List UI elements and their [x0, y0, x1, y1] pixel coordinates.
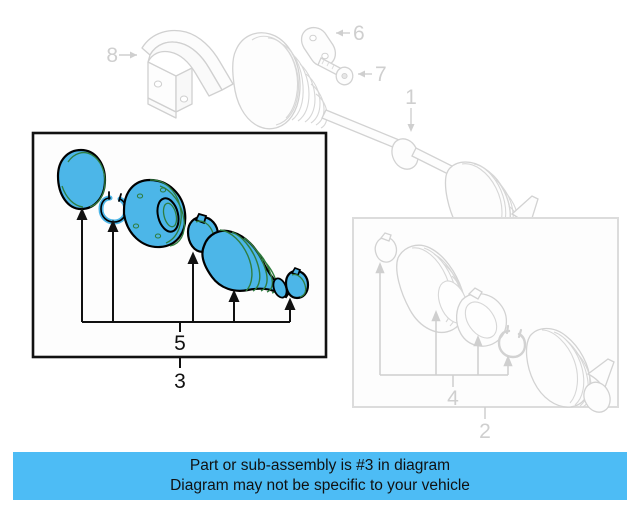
inner-cv-joint-boot-assembly [232, 32, 328, 130]
notice-banner-background [13, 452, 627, 500]
callout-label-1: 1 [405, 86, 417, 109]
callout-6-leader [336, 29, 350, 37]
heat-shield-part-8 [141, 29, 234, 119]
callout-label-6: 6 [353, 22, 365, 45]
inactive-artwork-layer: 8 [106, 22, 619, 443]
axle-shaft-part-1 [321, 109, 457, 177]
mounting-bolt-part-7 [317, 57, 354, 86]
callout-7-leader [358, 70, 372, 78]
active-artwork-layer: 5 3 [56, 148, 310, 393]
inactive-part-circlip [497, 324, 527, 359]
callout-label-4: 4 [447, 387, 459, 410]
callout-label-3: 3 [174, 370, 186, 393]
callout-4-leaders [375, 262, 513, 387]
inactive-part-clamp-ring [455, 287, 507, 347]
active-part-bellows-boot [201, 229, 292, 299]
callout-label-7: 7 [375, 63, 387, 86]
callout-label-2: 2 [479, 420, 491, 443]
callout-label-5: 5 [174, 332, 186, 355]
inactive-part-assembled-joint [525, 327, 615, 413]
inactive-part-clamp-small [374, 232, 398, 263]
callout-8-leader [119, 51, 137, 59]
active-part-flanged-hub [122, 178, 187, 249]
active-part-clamp-tiny [284, 266, 310, 300]
callout-1-leader [407, 108, 415, 132]
callout-label-8: 8 [106, 44, 118, 67]
callout-5-leaders [76, 207, 296, 332]
active-part-dust-cap [56, 148, 107, 211]
notice-line-secondary: Diagram may not be specific to your vehi… [170, 477, 470, 494]
notice-line-primary: Part or sub-assembly is #3 in diagram [189, 457, 451, 474]
retainer-bracket-part-6 [300, 26, 337, 67]
notice-banner: Part or sub-assembly is #3 in diagram Di… [13, 452, 627, 500]
